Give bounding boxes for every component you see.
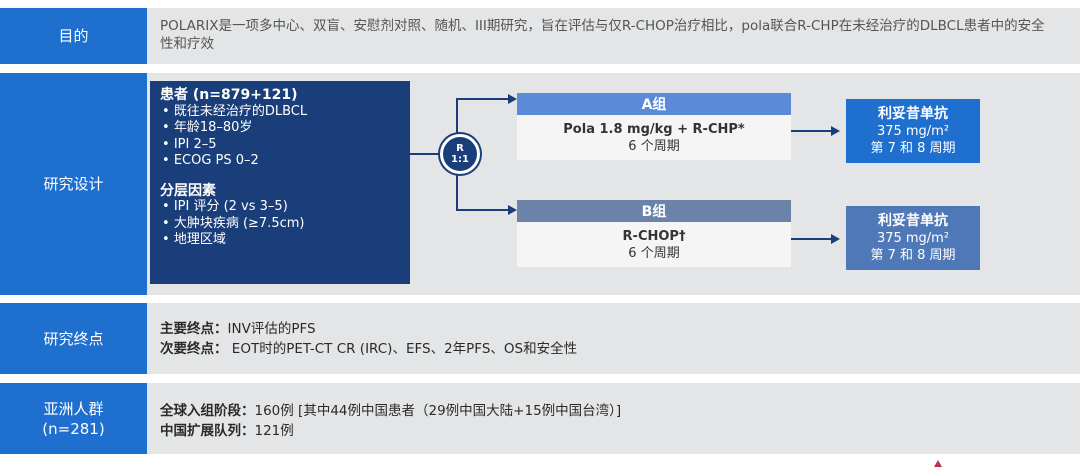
objective-row: 目的 POLARIX是一项多中心、双盲、安慰剂对照、随机、III期研究，旨在评估… xyxy=(0,8,1080,64)
global-enrollment-label: 全球入组阶段： xyxy=(160,403,255,419)
rituximab-b-box: 利妥昔单抗 375 mg/m² 第 7 和 8 周期 xyxy=(846,206,980,270)
endpoints-label-text: 研究终点 xyxy=(43,329,104,348)
objective-panel: POLARIX是一项多中心、双盲、安慰剂对照、随机、III期研究，旨在评估与仅R… xyxy=(147,8,1080,64)
design-row: 研究设计 患者 (n=879+121) 既往未经治疗的DLBCL 年龄18–80… xyxy=(0,73,1080,295)
asian-n-text: (n=281) xyxy=(42,419,105,438)
objective-text: POLARIX是一项多中心、双盲、安慰剂对照、随机、III期研究，旨在评估与仅R… xyxy=(160,18,1045,52)
arrow-icon xyxy=(508,94,517,104)
connector-line xyxy=(410,153,442,155)
arrow-icon xyxy=(508,205,517,215)
objective-label-text: 目的 xyxy=(58,27,89,45)
arm-a-cycles: 6 个周期 xyxy=(628,138,680,154)
randomization-r: R xyxy=(456,143,464,154)
stratification-item: IPI 评分 (2 vs 3–5) xyxy=(162,199,400,216)
arrow-icon xyxy=(831,126,840,136)
branch-to-arm-a xyxy=(456,98,508,100)
global-enrollment-text: 160例 [其中44例中国患者（29例中国大陆+15例中国台湾）] xyxy=(254,403,622,419)
arm-b-header: B组 xyxy=(517,200,791,222)
population-item: ECOG PS 0–2 xyxy=(162,153,400,170)
branch-to-arm-b xyxy=(456,209,508,211)
secondary-endpoint-text: EOT时的PET-CT CR (IRC)、EFS、2年PFS、OS和安全性 xyxy=(227,341,578,357)
stratification-item: 地理区域 xyxy=(162,232,400,249)
population-item: IPI 2–5 xyxy=(162,137,400,154)
asian-row: 亚洲人群 (n=281) 全球入组阶段：160例 [其中44例中国患者（29例中… xyxy=(0,383,1080,454)
endpoints-panel: 主要终点：INV评估的PFS 次要终点： EOT时的PET-CT CR (IRC… xyxy=(147,303,1080,374)
arm-a-regimen: Pola 1.8 mg/kg + R-CHP* xyxy=(563,121,745,137)
design-panel: 患者 (n=879+121) 既往未经治疗的DLBCL 年龄18–80岁 IPI… xyxy=(147,73,1080,295)
secondary-endpoint-label: 次要终点： xyxy=(160,341,228,357)
population-item: 既往未经治疗的DLBCL xyxy=(162,104,400,121)
stratification-title: 分层因素 xyxy=(160,182,216,199)
population-list: 既往未经治疗的DLBCL 年龄18–80岁 IPI 2–5 ECOG PS 0–… xyxy=(160,104,400,170)
arm-b-to-rtx-line xyxy=(791,238,831,240)
secondary-endpoint: 次要终点： EOT时的PET-CT CR (IRC)、EFS、2年PFS、OS和… xyxy=(160,340,577,358)
china-extension: 中国扩展队列：121例 xyxy=(160,422,294,440)
arm-b-box: B组 R-CHOP† 6 个周期 xyxy=(517,200,791,267)
corner-mark-icon xyxy=(934,460,942,467)
primary-endpoint-text: INV评估的PFS xyxy=(227,321,316,337)
china-extension-text: 121例 xyxy=(254,423,294,439)
endpoints-label: 研究终点 xyxy=(0,303,147,374)
arrow-icon xyxy=(831,234,840,244)
population-title: 患者 (n=879+121) xyxy=(160,87,298,103)
stratification-list: IPI 评分 (2 vs 3–5) 大肿块疾病 (≥7.5cm) 地理区域 xyxy=(160,199,400,249)
randomization-ratio: 1:1 xyxy=(451,154,469,165)
rituximab-a-dose: 375 mg/m² xyxy=(876,123,950,139)
population-box: 患者 (n=879+121) 既往未经治疗的DLBCL 年龄18–80岁 IPI… xyxy=(150,81,410,284)
rituximab-a-title: 利妥昔单抗 xyxy=(878,105,948,122)
rituximab-b-cycles: 第 7 和 8 周期 xyxy=(870,247,956,263)
rituximab-a-box: 利妥昔单抗 375 mg/m² 第 7 和 8 周期 xyxy=(846,99,980,163)
global-enrollment: 全球入组阶段：160例 [其中44例中国患者（29例中国大陆+15例中国台湾）] xyxy=(160,402,621,420)
arm-a-header: A组 xyxy=(517,93,791,115)
randomization-circle: R 1:1 xyxy=(440,134,480,174)
china-extension-label: 中国扩展队列： xyxy=(160,423,255,439)
design-label: 研究设计 xyxy=(0,73,147,295)
primary-endpoint-label: 主要终点： xyxy=(160,321,228,337)
arm-a-body: Pola 1.8 mg/kg + R-CHP* 6 个周期 xyxy=(517,115,791,160)
arm-b-body: R-CHOP† 6 个周期 xyxy=(517,222,791,267)
arm-b-regimen: R-CHOP† xyxy=(622,228,686,244)
objective-label: 目的 xyxy=(0,8,147,64)
endpoints-row: 研究终点 主要终点：INV评估的PFS 次要终点： EOT时的PET-CT CR… xyxy=(0,303,1080,374)
rituximab-b-dose: 375 mg/m² xyxy=(876,230,950,246)
rituximab-b-title: 利妥昔单抗 xyxy=(878,212,948,229)
asian-label-text: 亚洲人群 xyxy=(43,399,104,418)
stratification-item: 大肿块疾病 (≥7.5cm) xyxy=(162,216,400,233)
design-label-text: 研究设计 xyxy=(43,175,104,193)
asian-label: 亚洲人群 (n=281) xyxy=(0,383,147,454)
arm-a-box: A组 Pola 1.8 mg/kg + R-CHP* 6 个周期 xyxy=(517,93,791,160)
primary-endpoint: 主要终点：INV评估的PFS xyxy=(160,320,316,338)
branch-line-down xyxy=(456,175,458,210)
arm-b-cycles: 6 个周期 xyxy=(628,245,680,261)
rituximab-a-cycles: 第 7 和 8 周期 xyxy=(870,140,956,156)
population-item: 年龄18–80岁 xyxy=(162,120,400,137)
asian-panel: 全球入组阶段：160例 [其中44例中国患者（29例中国大陆+15例中国台湾）]… xyxy=(147,383,1080,454)
arm-a-to-rtx-line xyxy=(791,130,831,132)
branch-line-up xyxy=(456,99,458,133)
